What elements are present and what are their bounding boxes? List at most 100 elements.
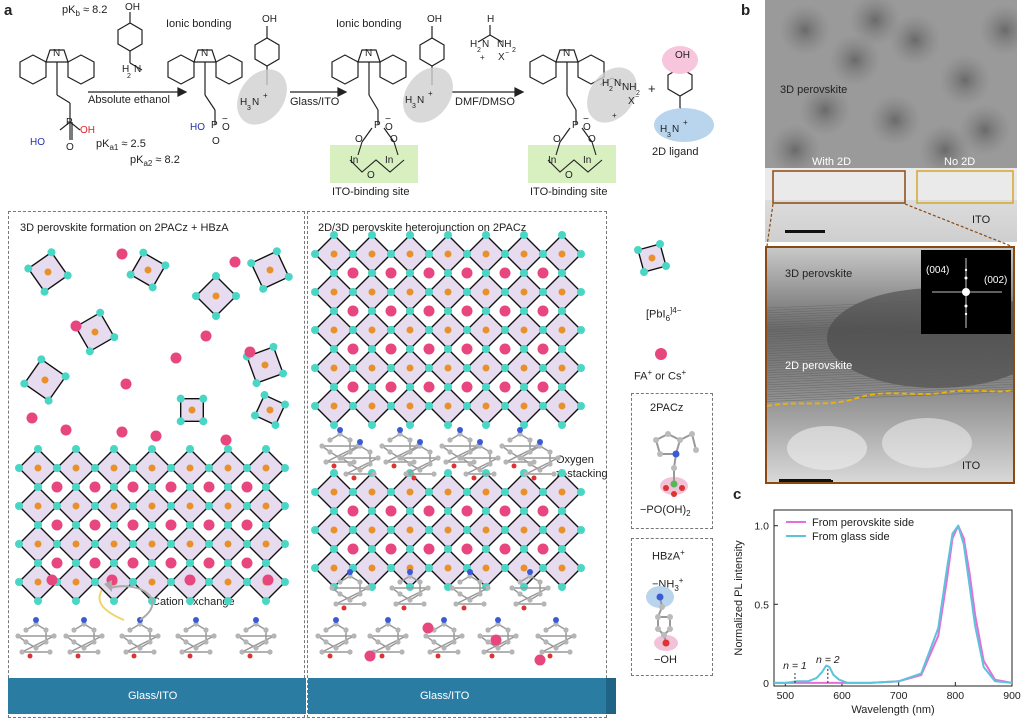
y-tick-label: 0.5 — [754, 599, 769, 611]
legend-label-2: From glass side — [812, 531, 890, 543]
right-anchored-molecule — [535, 617, 577, 659]
cation-sphere — [170, 352, 182, 364]
cation-sphere — [423, 543, 435, 555]
2pacz-stacked-molecule — [519, 439, 561, 481]
ito-binding-label-2: ITO-binding site — [530, 186, 608, 198]
right-anchored-molecule — [367, 617, 409, 659]
cation-sphere — [244, 346, 256, 358]
x-tick-label: 900 — [1003, 690, 1021, 702]
cation-sphere — [537, 381, 549, 393]
svg-text:OH: OH — [427, 14, 442, 25]
2pacz-stacked-molecule — [399, 439, 441, 481]
legend-symbols — [634, 240, 670, 360]
annotation-label: n = 2 — [816, 654, 840, 666]
left-anchored-molecule — [175, 617, 217, 659]
carbazole-molecule-3 — [331, 26, 445, 143]
ionic-bonding-label-2: Ionic bonding — [336, 18, 402, 30]
2pacz-legend-title: 2PACz — [650, 402, 684, 414]
svg-text:+: + — [480, 53, 485, 62]
pka2-value: ≈ 8.2 — [152, 154, 180, 166]
perovskite-lattice-illustration — [15, 231, 585, 666]
cation-sphere — [229, 256, 241, 268]
cation-sphere — [461, 505, 473, 517]
tem-ito-label-top: ITO — [972, 214, 991, 226]
tem-image-top — [765, 0, 1017, 242]
formamidinium-molecule — [477, 25, 503, 43]
svg-text:H: H — [602, 78, 609, 89]
right-3d-octahedron — [349, 383, 395, 429]
tem-no-2d-label: No 2D — [944, 156, 976, 168]
panel-label-a: a — [4, 2, 13, 19]
y-axis-label: Normalized PL intensity — [733, 540, 745, 656]
tem-3d-perovskite-label: 3D perovskite — [780, 84, 848, 96]
right-3d-octahedron — [539, 383, 585, 429]
scale-bar-top — [785, 230, 825, 233]
right-anchored-molecule — [315, 617, 357, 659]
2pacz-molecule-model — [653, 431, 699, 497]
pka2-label: pKa2 ≈ 8.2 — [130, 154, 180, 170]
cation-sphere — [116, 248, 128, 260]
2pacz-stacked-molecule — [439, 427, 481, 469]
cation-sphere — [241, 557, 253, 569]
fa-charge: + — [647, 368, 653, 377]
svg-text:NH: NH — [497, 39, 511, 50]
fft-002-label: (002) — [984, 275, 1008, 286]
cation-sphere — [499, 505, 511, 517]
x-tick-label: 700 — [890, 690, 908, 702]
left-anchored-molecule — [63, 617, 105, 659]
annotation-label: n = 1 — [783, 660, 807, 672]
isolated-octahedron — [126, 248, 170, 292]
hbza-molecule-model — [646, 586, 678, 651]
right-substrate — [308, 678, 606, 714]
nh3-sub: 3 — [674, 583, 679, 593]
zoom-connector-lines — [766, 203, 1012, 247]
hbza-layer-molecule — [389, 569, 431, 611]
svg-text:P: P — [211, 120, 218, 131]
fa-text: FA — [634, 370, 648, 383]
svg-text:P: P — [572, 120, 579, 131]
cation-sphere — [534, 654, 546, 666]
isolated-octahedron — [176, 394, 208, 426]
left-anchored-molecule — [235, 617, 277, 659]
left-3d-octahedron — [205, 559, 251, 605]
cation-sphere — [165, 481, 177, 493]
2pacz-stacked-molecule — [339, 439, 381, 481]
2pacz-legend-box — [631, 393, 713, 529]
no-2d-box — [916, 170, 1014, 204]
series-line-2 — [774, 524, 1013, 684]
svg-text:P: P — [66, 117, 73, 128]
y-tick-label: 0 — [763, 678, 769, 690]
svg-text:N: N — [53, 48, 60, 59]
svg-text:N: N — [134, 64, 141, 75]
cation-sphere — [537, 305, 549, 317]
right-2d-octahedron — [311, 469, 357, 515]
cation-sphere — [165, 557, 177, 569]
with-2d-box — [772, 170, 906, 204]
isolated-octahedron — [242, 342, 288, 388]
right-2d-octahedron — [539, 469, 585, 515]
svg-text:In: In — [350, 155, 358, 166]
cation-sphere — [347, 305, 359, 317]
svg-text:H: H — [470, 39, 477, 50]
svg-text:O: O — [583, 122, 591, 133]
left-substrate — [8, 678, 306, 714]
hrtem-image-bottom — [765, 246, 1015, 484]
cation-sphere — [423, 305, 435, 317]
cation-sphere — [89, 557, 101, 569]
cation-sphere — [385, 505, 397, 517]
svg-text:X: X — [628, 96, 635, 107]
cation-sphere — [347, 543, 359, 555]
2pacz-stacked-molecule — [459, 439, 501, 481]
svg-text:3: 3 — [247, 105, 251, 112]
pka1-label: pKa1 ≈ 2.5 — [96, 138, 146, 154]
svg-text:O: O — [222, 122, 230, 133]
svg-text:H: H — [660, 124, 667, 135]
svg-text:+: + — [683, 118, 688, 127]
right-3d-octahedron — [425, 383, 471, 429]
pbi6-text: [PbI — [646, 308, 666, 321]
cation-sphere — [127, 481, 139, 493]
svg-text:2: 2 — [636, 90, 640, 97]
cation-sphere — [51, 519, 63, 531]
